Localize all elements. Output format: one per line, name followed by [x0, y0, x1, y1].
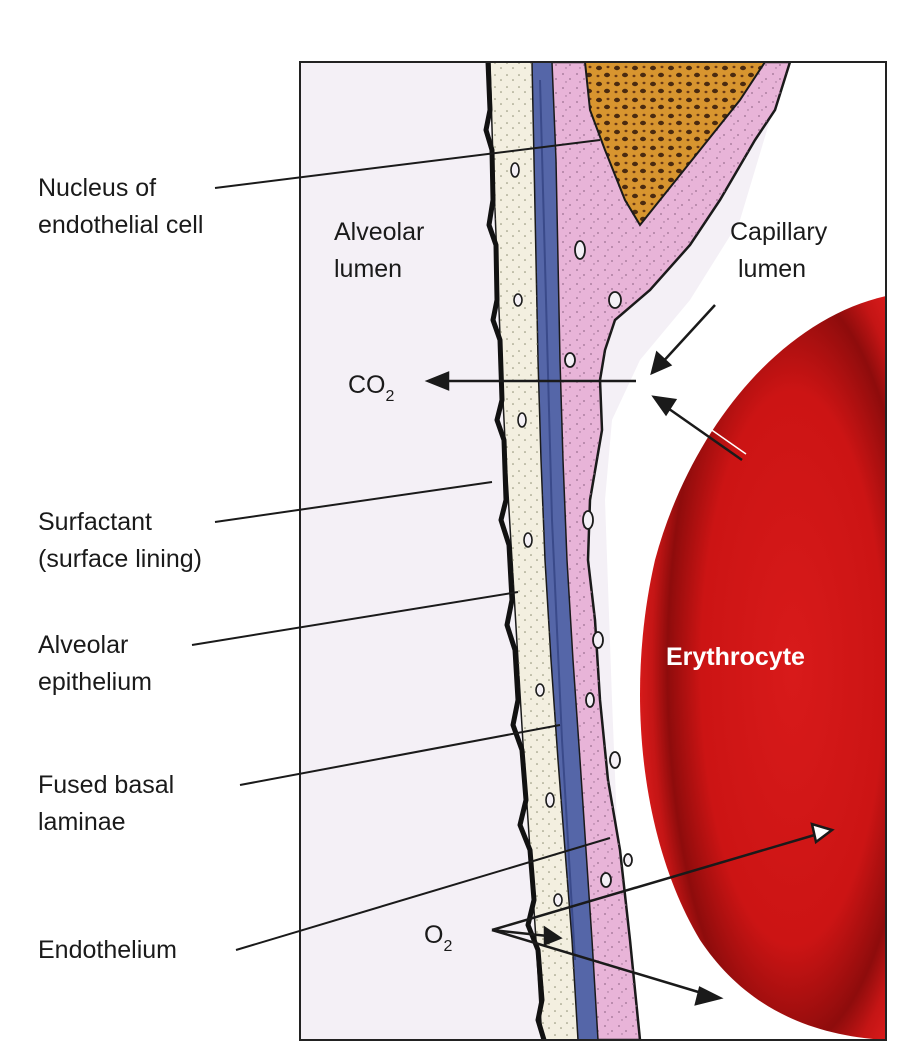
gas-arrows [424, 304, 835, 1006]
o2-arrow-capillary [491, 928, 706, 996]
o2-arrow-alveolar [491, 928, 549, 938]
co2-release-arrow [661, 402, 743, 462]
nucleus-pointer [214, 139, 601, 189]
label-co2: CO2 [348, 371, 395, 405]
endothelium-pointer [235, 837, 611, 951]
label-alveolar-lumen: Alveolar lumen [334, 218, 431, 283]
surfactant-pointer [214, 481, 493, 523]
epithelial-vesicles [510, 162, 563, 907]
label-endothelium: Endothelium [38, 936, 177, 964]
erythrocyte [640, 296, 886, 1040]
endothelial-nucleus [583, 62, 767, 227]
label-nucleus: Nucleus of endothelial cell [38, 174, 203, 239]
label-fused-basal-laminae: Fused basal laminae [38, 771, 181, 836]
label-surfactant: Surfactant (surface lining) [38, 508, 202, 573]
pointer-lines [191, 139, 611, 951]
label-o2: O2 [424, 921, 452, 955]
capillary-lumen-arrow [659, 304, 716, 366]
o2-arrow-erythrocyte [491, 832, 819, 932]
alveolar-epithelium-pointer [191, 591, 519, 646]
endothelial-vesicles [564, 240, 633, 888]
label-capillary-lumen: Capillary lumen [730, 218, 834, 283]
label-erythrocyte: Erythrocyte [666, 643, 805, 671]
surfactant-lining [483, 62, 547, 1040]
fused-basal-laminae-pointer [239, 724, 561, 786]
label-alveolar-epithelium: Alveolar epithelium [38, 631, 152, 696]
